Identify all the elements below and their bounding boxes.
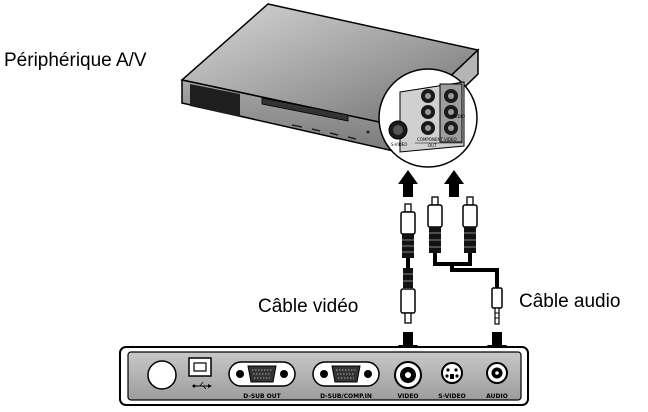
device-svideo-label: S-VIDEO [391, 142, 407, 147]
video-port-label: VIDEO [397, 393, 418, 400]
video-cable [400, 203, 416, 324]
dsub-out-port [228, 361, 296, 387]
audio-port-label: AUDIO [486, 393, 508, 400]
device-audio-label: AUDIO [452, 114, 465, 119]
arrow-up-audio [444, 170, 464, 197]
dsub-comp-in-port [312, 361, 380, 387]
av-device-label: Périphérique A/V [4, 50, 147, 71]
usb-port [188, 357, 212, 377]
device-out-label: OUT [428, 143, 437, 148]
dsub-out-label: D-SUB OUT [243, 393, 281, 400]
audio-cable-label: Câble audio [519, 291, 620, 312]
device-video-label: VIDEO [444, 137, 457, 142]
dsub-comp-in-label: D-SUB/COMP.IN [320, 393, 372, 400]
arrow-up-video [398, 170, 418, 197]
projector-round-port [147, 360, 177, 390]
video-cable-label: Câble vidéo [258, 296, 358, 317]
device-component-label: COMPONENT [417, 137, 443, 142]
audio-cable [427, 196, 503, 325]
device-port-zoom: S-VIDEO COMPONENT VIDEO AUDIO OUT [378, 68, 478, 168]
svideo-port [441, 362, 463, 384]
projector-panel: D-SUB OUT D-SUB/COMP.IN VIDEO [119, 346, 529, 406]
svideo-port-label: S-VIDEO [438, 393, 465, 400]
audio-port [486, 362, 508, 384]
usb-icon [192, 381, 212, 390]
video-port [394, 361, 422, 389]
